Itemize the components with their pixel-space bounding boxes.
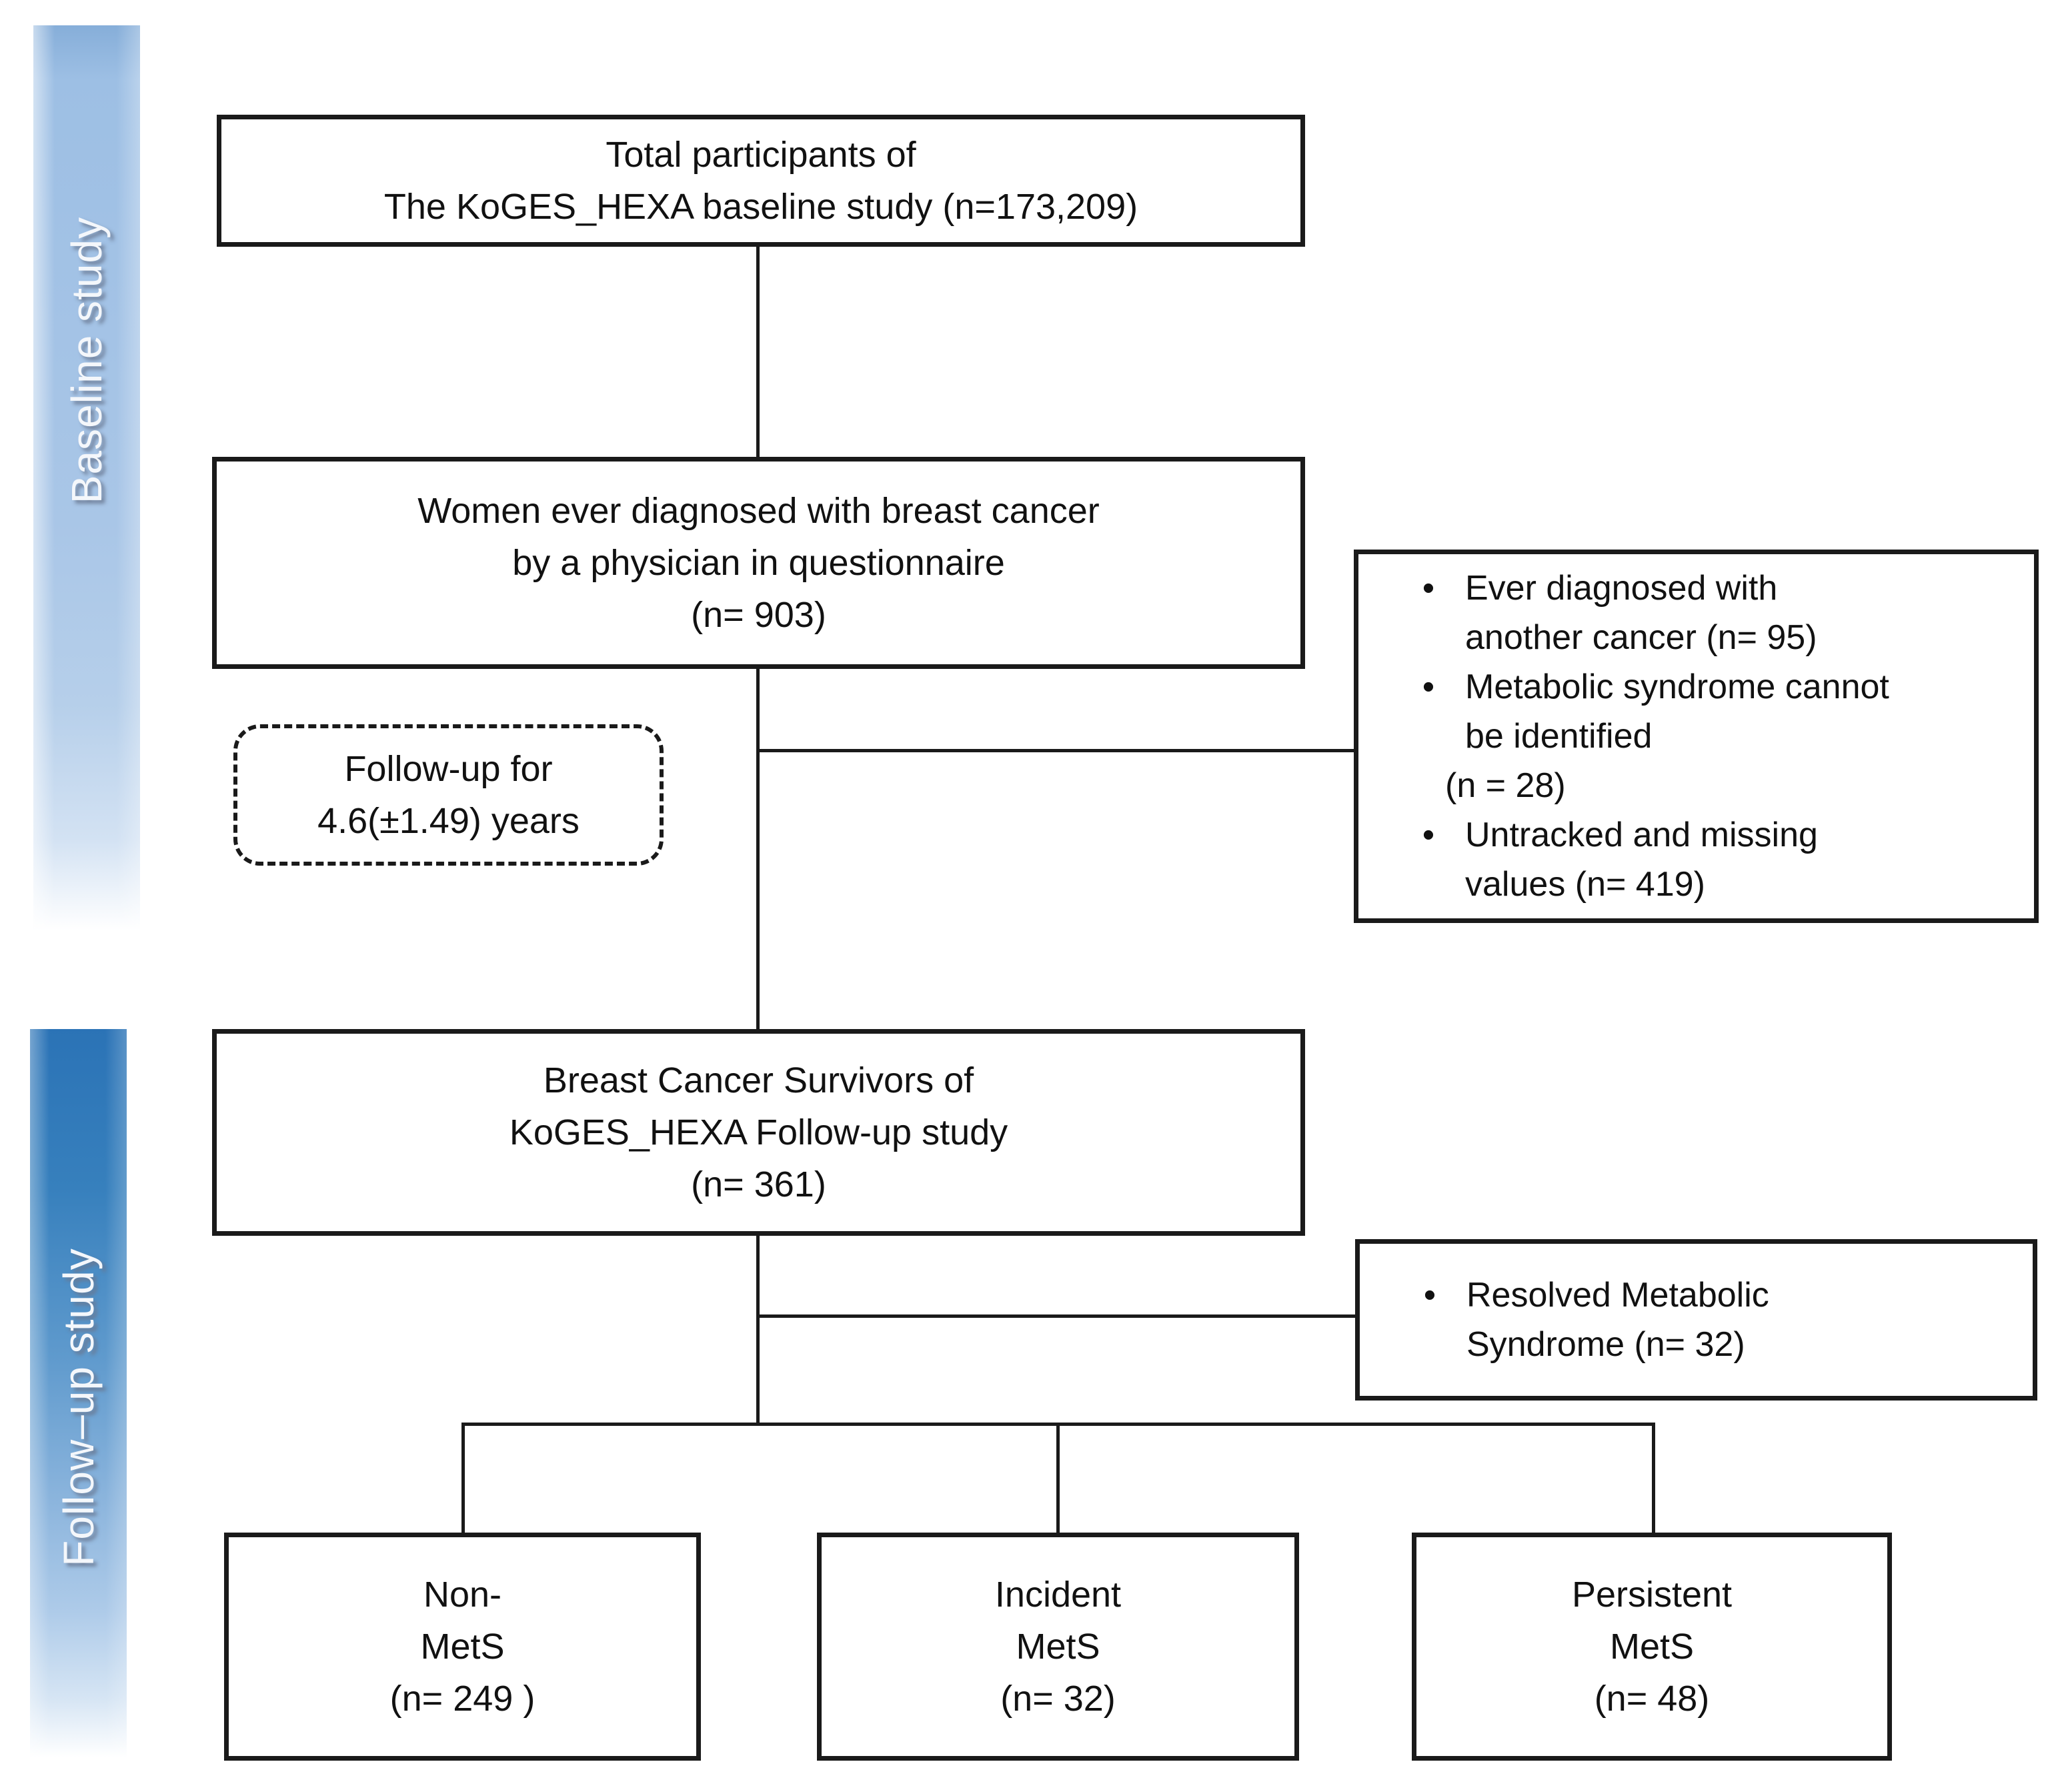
exclusion-item-resolved-mets: • Resolved Metabolic Syndrome (n= 32) <box>1393 1270 2013 1369</box>
exclusion-mets-unidentified-line1: Metabolic syndrome cannot <box>1465 668 1889 706</box>
exclusion-resolved-mets-line1: Resolved Metabolic <box>1466 1276 1769 1314</box>
non-mets-line1: Non- <box>423 1575 502 1615</box>
total-participants-box: Total participants of The KoGES_HEXA bas… <box>217 115 1305 247</box>
bullet-icon: • <box>1423 1276 1436 1314</box>
persistent-mets-line1: Persistent <box>1571 1575 1733 1615</box>
persistent-mets-line2: MetS <box>1609 1627 1695 1667</box>
exclusion-another-cancer-line2: another cancer (n= 95) <box>1465 618 1817 657</box>
followup-study-bar <box>30 1029 127 1757</box>
incident-mets-box: Incident MetS (n= 32) <box>817 1533 1299 1761</box>
incident-mets-line1: Incident <box>994 1575 1122 1615</box>
exclusion-untracked-line2: values (n= 419) <box>1465 865 1705 904</box>
non-mets-count: (n= 249 ) <box>389 1679 536 1719</box>
breast-cancer-diagnosed-count: (n= 903) <box>691 595 826 635</box>
total-participants-line1: Total participants of <box>606 135 916 175</box>
exclusion-item-mets-unidentified: • Metabolic syndrome cannot be identifie… <box>1392 662 2014 810</box>
baseline-study-bar <box>33 25 140 930</box>
incident-mets-count: (n= 32) <box>1000 1679 1116 1719</box>
bullet-icon: • <box>1422 816 1435 854</box>
exclusion-item-another-cancer: • Ever diagnosed with another cancer (n=… <box>1392 564 2014 662</box>
exclusion-item-untracked: • Untracked and missing values (n= 419) <box>1392 810 2014 909</box>
survivors-line2: KoGES_HEXA Follow-up study <box>509 1112 1008 1152</box>
non-mets-line2: MetS <box>420 1627 505 1667</box>
followup-duration-line1: Follow-up for <box>344 749 553 789</box>
baseline-study-label: Baseline study <box>63 216 111 504</box>
connector-to-baseline-exclusion <box>756 749 1355 752</box>
bullet-icon: • <box>1422 668 1435 706</box>
connector-drop-incident-mets <box>1056 1423 1060 1535</box>
followup-duration-line2: 4.6(±1.49) years <box>317 801 580 841</box>
exclusion-another-cancer-line1: Ever diagnosed with <box>1465 569 1778 608</box>
incident-mets-line2: MetS <box>1016 1627 1100 1667</box>
total-participants-line2: The KoGES_HEXA baseline study (n=173,209… <box>383 187 1138 227</box>
breast-cancer-diagnosed-line2: by a physician in questionnaire <box>512 543 1005 583</box>
exclusion-resolved-mets-line2: Syndrome (n= 32) <box>1466 1325 1745 1364</box>
survivors-count: (n= 361) <box>691 1164 826 1204</box>
exclusion-untracked-line1: Untracked and missing <box>1465 816 1818 854</box>
bullet-icon: • <box>1422 569 1435 608</box>
non-mets-box: Non- MetS (n= 249 ) <box>224 1533 701 1761</box>
baseline-exclusion-box: • Ever diagnosed with another cancer (n=… <box>1354 550 2039 923</box>
connector-total-to-women <box>756 246 760 458</box>
followup-exclusion-box: • Resolved Metabolic Syndrome (n= 32) <box>1355 1239 2037 1401</box>
survivors-line1: Breast Cancer Survivors of <box>543 1060 974 1100</box>
exclusion-mets-unidentified-count: (n = 28) <box>1445 766 1566 805</box>
survivors-box: Breast Cancer Survivors of KoGES_HEXA Fo… <box>212 1029 1305 1236</box>
followup-study-label: Follow–up study <box>55 1248 103 1567</box>
breast-cancer-diagnosed-box: Women ever diagnosed with breast cancer … <box>212 457 1305 669</box>
connector-drop-non-mets <box>461 1423 465 1535</box>
breast-cancer-diagnosed-line1: Women ever diagnosed with breast cancer <box>417 491 1100 531</box>
exclusion-mets-unidentified-line2: be identified <box>1465 717 1653 756</box>
connector-women-to-survivors <box>756 667 760 1030</box>
followup-duration-box: Follow-up for 4.6(±1.49) years <box>233 724 664 866</box>
persistent-mets-count: (n= 48) <box>1594 1679 1710 1719</box>
connector-drop-persistent-mets <box>1652 1423 1655 1535</box>
persistent-mets-box: Persistent MetS (n= 48) <box>1412 1533 1892 1761</box>
connector-survivors-to-split <box>756 1234 760 1426</box>
connector-to-followup-exclusion <box>756 1314 1356 1318</box>
